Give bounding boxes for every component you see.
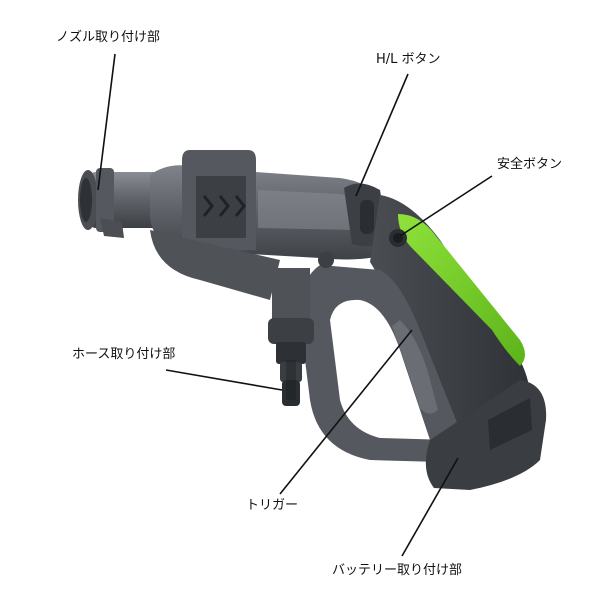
trigger-part (392, 320, 438, 414)
label-hl-button: H/L ボタン (376, 52, 441, 67)
label-trigger: トリガー (246, 498, 299, 513)
leader-line-trigger (279, 329, 413, 495)
leader-line-battery (401, 457, 459, 557)
label-hose-mount: ホース取り付け部 (72, 347, 176, 362)
leader-line-hose (165, 369, 283, 391)
label-nozzle-mount: ノズル取り付け部 (56, 30, 161, 45)
body-knob (318, 252, 334, 268)
label-safety-button: 安全ボタン (497, 157, 563, 172)
hose-mount-part (268, 268, 314, 406)
gun-upper-body (150, 150, 382, 300)
label-battery-mount: バッテリー取り付け部 (332, 563, 463, 578)
leader-line-nozzle (97, 53, 116, 191)
safety-button-part (389, 229, 407, 247)
green-grip-accent (398, 214, 525, 366)
leader-line-safety (399, 175, 493, 237)
leader-line-hl (355, 73, 409, 197)
trigger-guard (299, 265, 460, 462)
grip-handle (370, 195, 530, 464)
leader-lines (97, 53, 493, 557)
